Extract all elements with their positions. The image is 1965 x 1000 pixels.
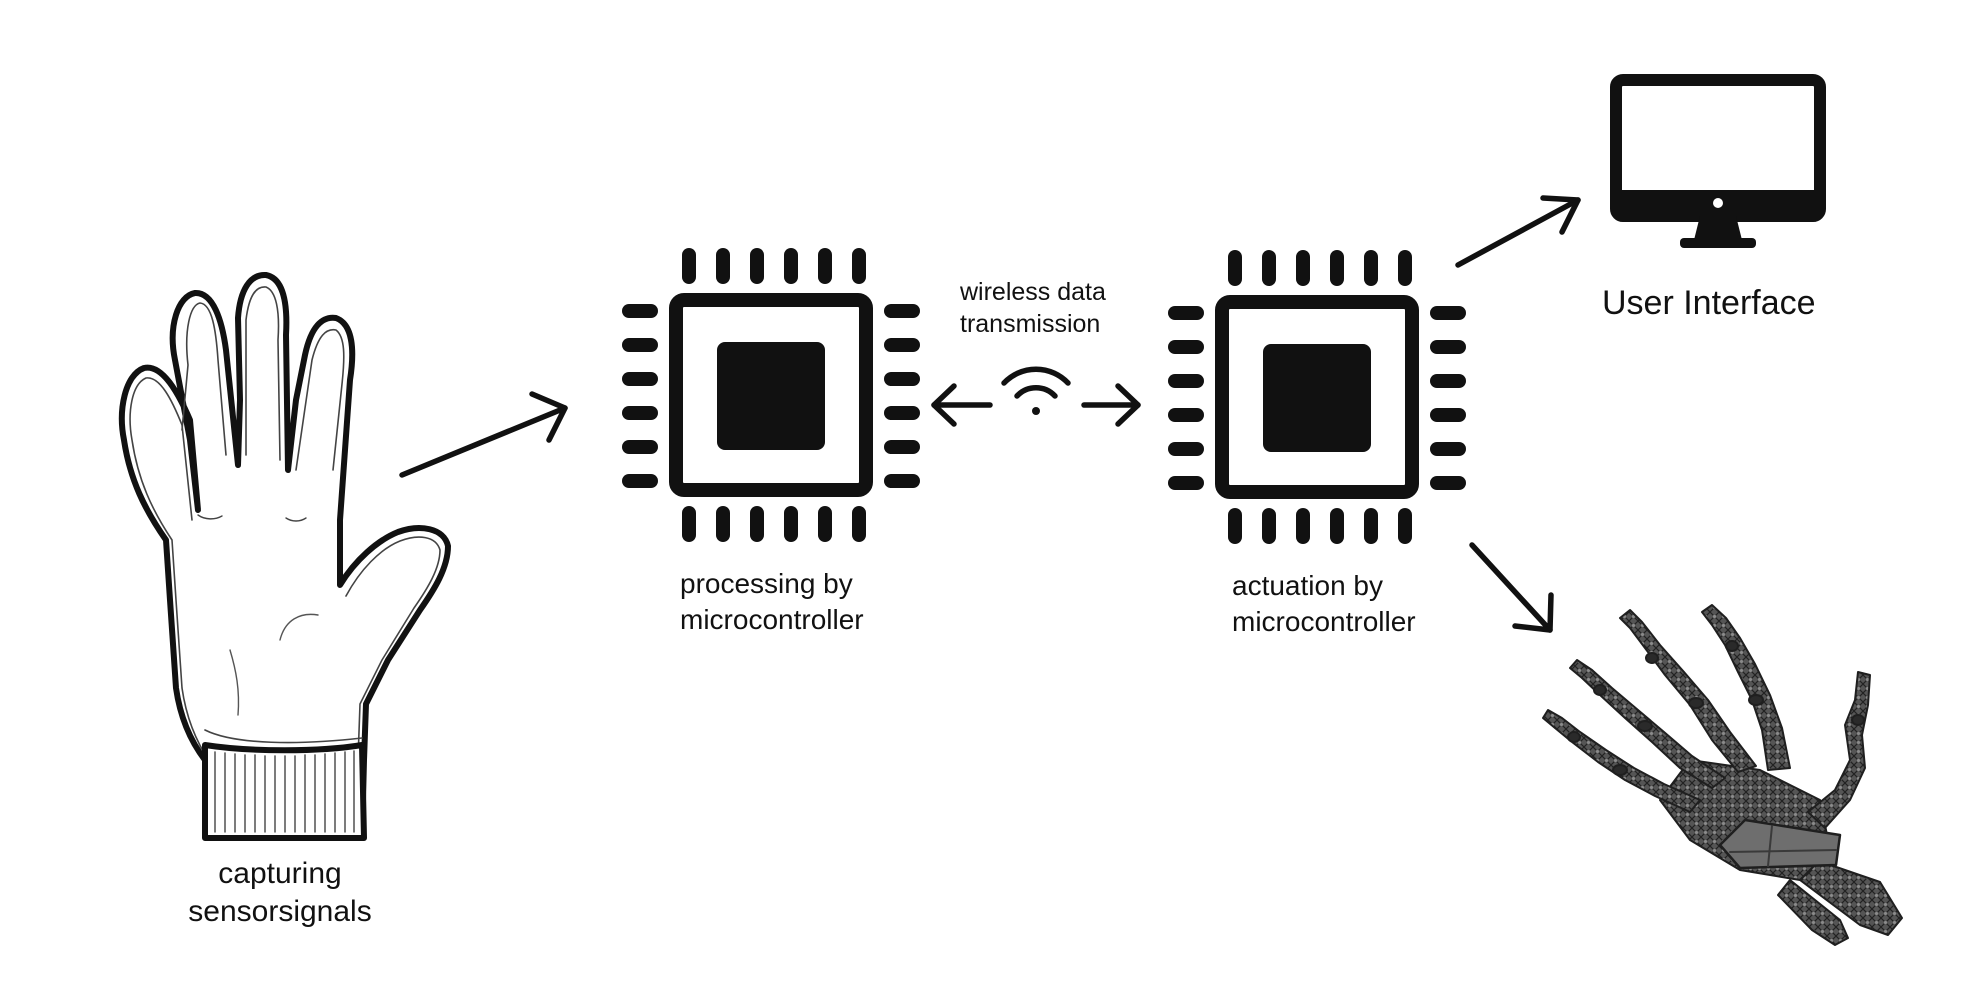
arrow-glove-to-processing xyxy=(399,391,568,478)
actuation-label: actuation by microcontroller xyxy=(1232,568,1416,640)
actuation-chip-icon xyxy=(1168,250,1466,544)
processing-label-line-2: microcontroller xyxy=(680,603,864,635)
actuation-label-line-1: actuation by xyxy=(1232,570,1383,601)
actuation-label-line-2: microcontroller xyxy=(1232,605,1416,637)
processing-chip-icon xyxy=(622,248,920,542)
arrow-actuation-to-hand xyxy=(1469,542,1554,633)
arrow-bidirectional-left xyxy=(931,383,993,427)
wireless-label-line-2: transmission xyxy=(960,310,1101,338)
arrow-actuation-to-ui xyxy=(1455,195,1581,268)
glove-label-line-1: capturing xyxy=(218,857,342,890)
wireless-label-line-1: wireless data xyxy=(960,278,1106,306)
glove-icon xyxy=(118,272,451,841)
user-interface-label: User Interface xyxy=(1602,282,1816,326)
glove-label-line-2: sensorsignals xyxy=(188,895,372,929)
processing-label-line-1: processing by xyxy=(680,568,853,599)
wifi-icon xyxy=(1001,366,1071,415)
monitor-icon xyxy=(1610,74,1826,248)
robotic-hand-image xyxy=(1542,604,1903,946)
processing-label: processing by microcontroller xyxy=(680,566,864,638)
user-interface-label-text: User Interface xyxy=(1602,284,1816,322)
wireless-label: wireless data transmission xyxy=(960,276,1106,340)
glove-label: capturing sensorsignals xyxy=(130,855,430,932)
arrow-bidirectional-right xyxy=(1081,383,1141,427)
